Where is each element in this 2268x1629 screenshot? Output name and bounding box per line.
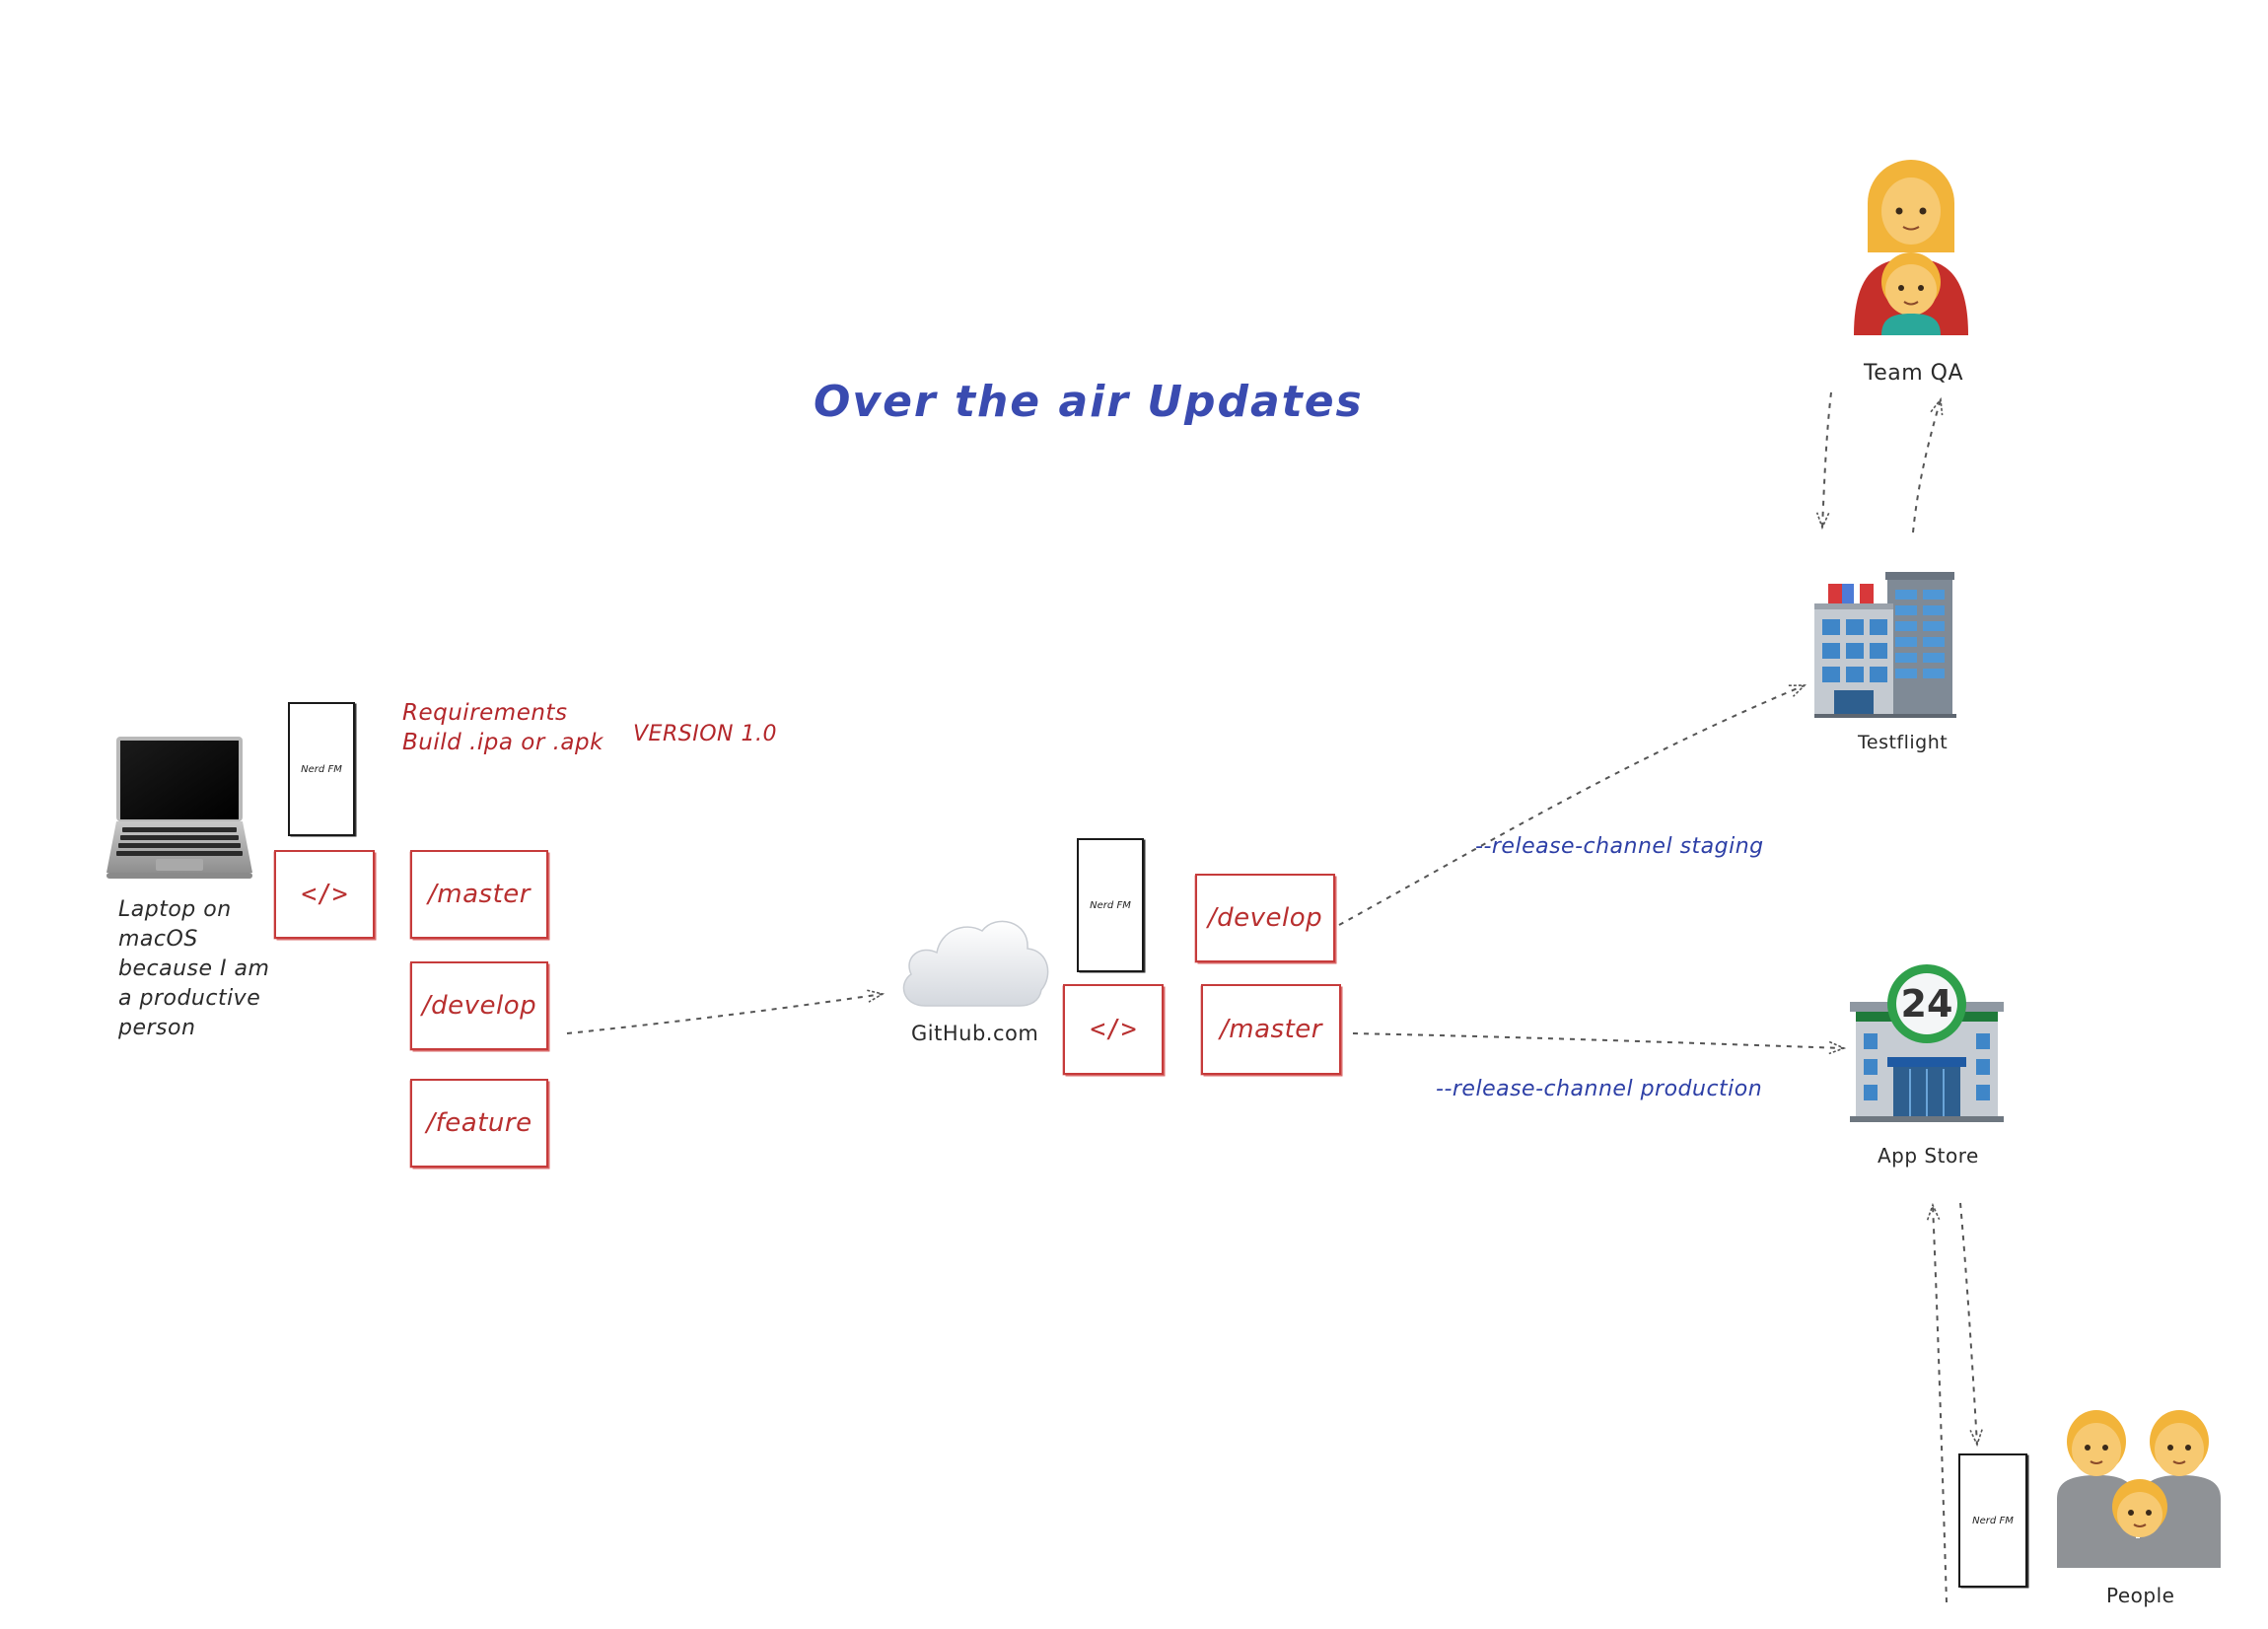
branch-label: /master bbox=[428, 880, 531, 909]
requirements-line: Build .ipa or .apk bbox=[402, 730, 603, 755]
arrow-appstore-to-people bbox=[1959, 1202, 1977, 1445]
laptop-label-line: a productive bbox=[118, 986, 261, 1011]
branch-label: /develop bbox=[1207, 903, 1323, 933]
version-label: VERSION 1.0 bbox=[633, 722, 777, 746]
local-branch-develop: /develop bbox=[410, 961, 548, 1050]
requirements-note: Requirements Build .ipa or .apk bbox=[402, 698, 603, 757]
laptop-icon bbox=[106, 735, 252, 883]
staging-channel-label: --release-channel staging bbox=[1475, 834, 1764, 859]
local-branch-feature: /feature bbox=[410, 1079, 548, 1168]
arrow-qa-to-testflight bbox=[1822, 391, 1831, 528]
family-icon bbox=[2057, 1408, 2221, 1568]
cloud-icon bbox=[895, 907, 1053, 1016]
github-branch-master: /master bbox=[1201, 984, 1341, 1075]
requirements-line: Requirements bbox=[402, 700, 568, 726]
github-code-box: </> bbox=[1063, 984, 1164, 1075]
office-building-icon bbox=[1814, 572, 1956, 718]
local-branch-master: /master bbox=[410, 850, 548, 939]
laptop-label-line: because I am bbox=[118, 956, 270, 981]
code-symbol: </> bbox=[301, 880, 348, 909]
arrow-testflight-to-qa bbox=[1912, 399, 1941, 533]
github-label: GitHub.com bbox=[911, 1022, 1039, 1045]
laptop-label-line: macOS bbox=[118, 927, 198, 952]
team-qa-label: Team QA bbox=[1864, 361, 1964, 386]
phone-app-name: Nerd FM bbox=[1972, 1515, 2014, 1526]
github-branch-develop: /develop bbox=[1195, 874, 1335, 962]
people-label: People bbox=[2106, 1584, 2175, 1607]
app-store-badge-number: 24 bbox=[1900, 982, 1953, 1026]
local-phone-mockup: Nerd FM bbox=[288, 702, 355, 836]
branch-label: /develop bbox=[421, 991, 537, 1021]
arrow-local-to-github bbox=[566, 994, 883, 1034]
laptop-label-line: Laptop on bbox=[118, 897, 232, 922]
local-code-box: </> bbox=[274, 850, 375, 939]
branch-label: /feature bbox=[426, 1108, 532, 1138]
testflight-label: Testflight bbox=[1858, 732, 1949, 753]
phone-app-name: Nerd FM bbox=[1090, 899, 1131, 911]
family-woman-boy-icon bbox=[1850, 160, 1972, 337]
arrow-people-to-appstore bbox=[1933, 1205, 1947, 1603]
github-phone-mockup: Nerd FM bbox=[1077, 838, 1144, 972]
arrow-develop-to-testflight bbox=[1338, 685, 1805, 926]
phone-app-name: Nerd FM bbox=[301, 763, 342, 775]
arrow-master-to-appstore bbox=[1352, 1033, 1844, 1048]
user-phone-mockup: Nerd FM bbox=[1958, 1453, 2027, 1588]
laptop-label-line: person bbox=[118, 1016, 196, 1040]
production-channel-label: --release-channel production bbox=[1436, 1077, 1763, 1101]
convenience-store-icon: 24 bbox=[1850, 962, 2004, 1122]
laptop-label: Laptop on macOS because I am a productiv… bbox=[118, 895, 269, 1043]
app-store-label: App Store bbox=[1878, 1144, 1979, 1168]
branch-label: /master bbox=[1220, 1015, 1322, 1044]
diagram-title: Over the air Updates bbox=[814, 377, 1364, 427]
code-symbol: </> bbox=[1090, 1015, 1137, 1044]
